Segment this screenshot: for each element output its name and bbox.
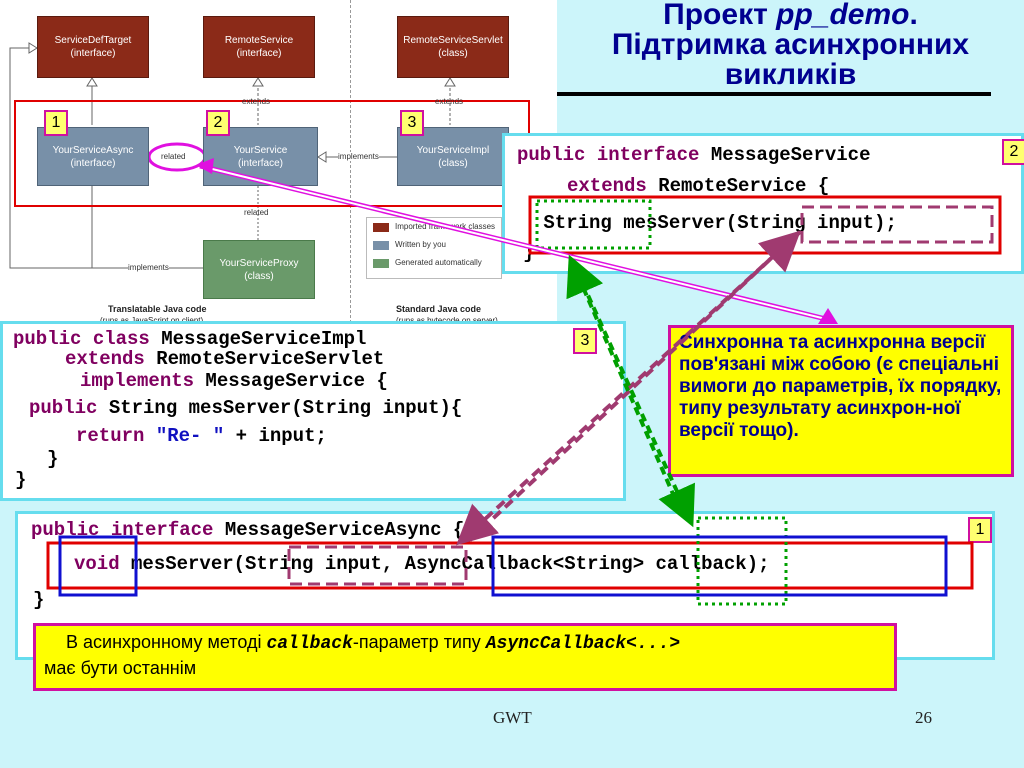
title-project: pp_demo [776, 0, 910, 31]
remote-service-servlet-box: RemoteServiceServlet (class) [397, 16, 509, 78]
implements-label: implements [338, 152, 379, 161]
uml-diagram: ServiceDefTarget (interface) RemoteServi… [0, 0, 557, 325]
code-text: MessageService { [194, 370, 388, 392]
footer-translatable-sub: (runs as JavaScript on client) [100, 316, 203, 325]
code-text: + input; [224, 425, 327, 447]
code-text: mesServer(String input, AsyncCallback<St… [119, 553, 770, 575]
footer-label: GWT [493, 708, 532, 727]
relation-note: Синхронна та асинхронна версії пов'язані… [668, 325, 1014, 477]
code-string: "Re- " [144, 425, 225, 447]
number-badge-2: 2 [206, 110, 230, 136]
code-line: public class MessageServiceImpl [13, 328, 366, 350]
service-def-target-box: ServiceDefTarget (interface) [37, 16, 149, 78]
footer-translatable: Translatable Java code [108, 304, 207, 314]
note-text: -параметр типу [352, 632, 486, 652]
note-code: AsyncCallback<...> [485, 634, 681, 654]
code-line: } [523, 242, 535, 264]
legend-label: Generated automatically [395, 258, 482, 267]
your-service-async-box: YourServiceAsync (interface) [37, 127, 149, 186]
box-kind: (class) [438, 48, 468, 59]
title-line3: викликів [724, 58, 857, 91]
remote-service-box: RemoteService (interface) [203, 16, 315, 78]
code-keyword: public interface [517, 144, 700, 166]
code-line: extends RemoteServiceServlet [65, 348, 384, 370]
code-line: } [47, 448, 59, 470]
extends-label: extends [435, 97, 464, 106]
code-text: MessageService [699, 144, 871, 166]
code-keyword: return [76, 425, 145, 447]
code-line: } [15, 469, 27, 491]
title-line2: Підтримка асинхронних [611, 28, 970, 61]
code-text: MessageServiceAsync { [213, 519, 465, 541]
code-line: public interface MessageServiceAsync { [31, 519, 464, 541]
number-badge-3: 3 [573, 328, 597, 354]
message-service-impl-code: public class MessageServiceImpl extends … [0, 321, 626, 501]
box-title: ServiceDefTarget [54, 35, 132, 46]
legend-label: Written by you [395, 240, 446, 249]
box-title: YourService [233, 144, 288, 156]
implements-label: implements [128, 263, 169, 272]
number-badge-2: 2 [1002, 139, 1024, 165]
title-prefix: Проект [663, 0, 777, 31]
slide-title: Проект pp_demo. Підтримка асинхронних ви… [557, 0, 1024, 96]
legend-swatch [373, 241, 389, 250]
note-text: має бути останнім [44, 658, 197, 678]
box-title: YourServiceAsync [52, 144, 134, 156]
code-line: } [33, 589, 45, 611]
title-underline [557, 92, 991, 96]
your-service-proxy-box: YourServiceProxy (class) [203, 240, 315, 299]
code-text: RemoteService { [646, 175, 830, 197]
box-kind: (class) [244, 270, 274, 282]
number-badge-1: 1 [44, 110, 68, 136]
note-text: В асинхронному методі [66, 632, 267, 652]
code-keyword: void [74, 553, 120, 575]
legend-swatch [373, 259, 389, 268]
code-keyword: public [29, 397, 98, 419]
code-keyword: implements [80, 370, 195, 392]
note-code: callback [266, 634, 353, 654]
code-line: void mesServer(String input, AsyncCallba… [74, 553, 770, 575]
code-line: public interface MessageService [517, 144, 870, 166]
footer-standard: Standard Java code [396, 304, 482, 314]
related-label: related [161, 152, 186, 161]
legend-swatch [373, 223, 389, 232]
code-text: MessageServiceImpl [149, 328, 367, 350]
box-kind: (class) [438, 157, 468, 169]
box-title: YourServiceProxy [219, 257, 299, 269]
code-keyword: public class [13, 328, 150, 350]
code-line: implements MessageService { [80, 370, 388, 392]
code-keyword: extends [567, 175, 647, 197]
code-text: RemoteServiceServlet [144, 348, 385, 370]
code-keyword: public interface [31, 519, 214, 541]
number-badge-3: 3 [400, 110, 424, 136]
callback-note: В асинхронному методі callback-параметр … [33, 623, 897, 691]
page-number: 26 [915, 708, 932, 727]
message-service-code: public interface MessageService extends … [502, 133, 1024, 274]
box-kind: (interface) [237, 157, 283, 169]
code-line: return "Re- " + input; [76, 425, 327, 447]
code-line: String mesServer(String input); [532, 212, 897, 234]
code-line: public String mesServer(String input){ [29, 397, 462, 419]
extends-label: extends [242, 97, 271, 106]
box-title: RemoteService [224, 35, 294, 46]
box-title: YourServiceImpl [416, 144, 490, 156]
number-badge-1: 1 [968, 517, 992, 543]
related-label: related [244, 208, 269, 217]
box-kind: (interface) [70, 157, 116, 169]
code-keyword: extends [65, 348, 145, 370]
code-line: extends RemoteService { [567, 175, 829, 197]
box-title: RemoteServiceServlet [403, 35, 503, 46]
legend-label: Imported framework classes [395, 222, 496, 231]
box-kind: (interface) [236, 48, 282, 59]
uml-legend: Imported framework classes Written by yo… [366, 217, 502, 279]
client-server-divider [350, 0, 351, 323]
title-suffix: . [909, 0, 918, 31]
code-text: String mesServer(String input){ [97, 397, 463, 419]
box-kind: (interface) [70, 48, 116, 59]
